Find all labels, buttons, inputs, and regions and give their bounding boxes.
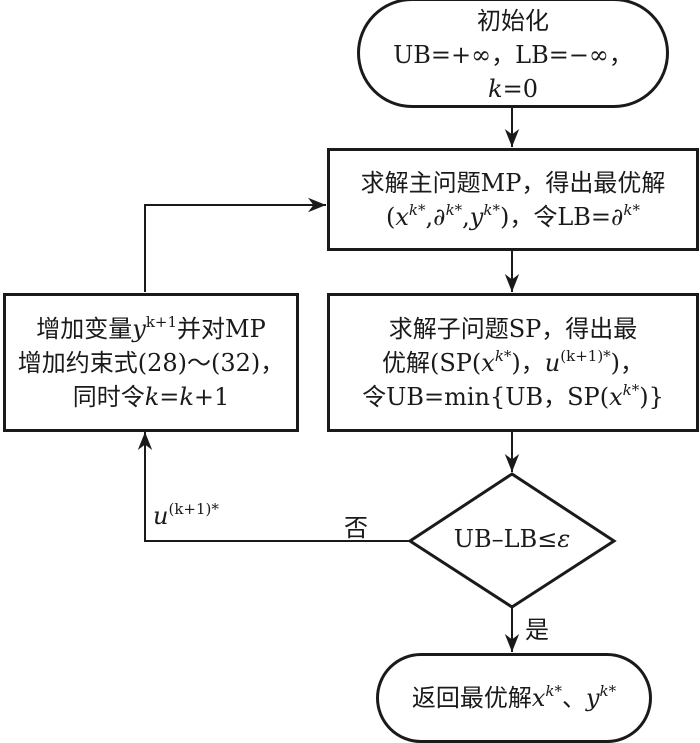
start-bounds: UB=+∞，LB=−∞， <box>393 41 633 69</box>
sub-line-2: 优解(SP(xk*)，u(k+1)*)， <box>381 346 645 377</box>
arrow-check-to-update <box>137 432 410 542</box>
master-problem-node: 求解主问题MP，得出最优解 (xk*,∂k*,yk*)，令LB=∂k* <box>327 148 699 251</box>
feedback-label-u: u(k+1)* <box>153 500 219 531</box>
edge-label-no: 否 <box>344 514 368 542</box>
update-line-2: 增加约束式(28)～(32)， <box>17 348 285 377</box>
start-node: 初始化 UB=+∞，LB=−∞， k=0 <box>357 0 669 108</box>
end-text: 返回最优解xk*、yk* <box>411 682 617 713</box>
master-line-2: (xk*,∂k*,yk*)，令LB=∂k* <box>385 200 641 231</box>
update-line-1: 增加变量yk+1并对MP <box>36 312 266 343</box>
start-k: k=0 <box>488 75 538 103</box>
sub-problem-node: 求解子问题SP，得出最 优解(SP(xk*)，u(k+1)*)， 令UB=min… <box>327 293 699 432</box>
decision-text: UB–LB≤ε <box>453 525 571 553</box>
sub-line-3: 令UB=min{UB，SP(xk*)} <box>362 380 664 411</box>
sub-line-1: 求解子问题SP，得出最 <box>388 314 638 343</box>
start-title: 初始化 <box>477 7 549 35</box>
update-line-3: 同时令k=k+1 <box>72 382 230 411</box>
edge-label-yes: 是 <box>525 616 549 644</box>
master-line-1: 求解主问题MP，得出最优解 <box>360 168 666 197</box>
decision-diamond <box>407 472 617 609</box>
arrow-update-to-master <box>144 197 326 292</box>
update-node: 增加变量yk+1并对MP 增加约束式(28)～(32)， 同时令k=k+1 <box>3 293 299 432</box>
end-node: 返回最优解xk*、yk* <box>376 653 652 743</box>
